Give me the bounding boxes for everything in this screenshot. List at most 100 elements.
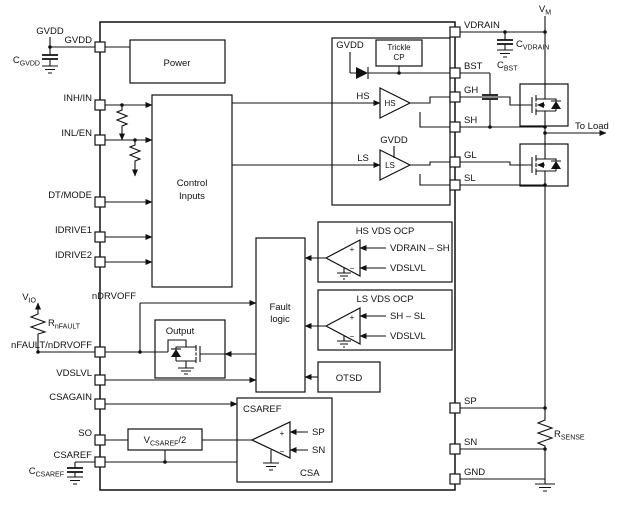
ndrvoff-label: nDRVOFF: [92, 291, 136, 302]
pin-csagain: [94, 398, 106, 410]
arrow-wires: [35, 100, 607, 453]
pin-label-gnd: GND: [464, 467, 485, 478]
gvdd-supply-wire: [49, 37, 95, 66]
pin-sn: [449, 443, 461, 455]
csa-label: CSA: [300, 468, 320, 479]
rnfault-label: RnFAULT: [48, 318, 81, 331]
sl-source-wire: [460, 184, 546, 418]
to-load-label: To Load: [575, 121, 609, 132]
csaref-block-label: CSAREF: [243, 404, 282, 415]
fault-label-2: logic: [270, 314, 290, 325]
rsense-resistor: [536, 418, 554, 450]
fault-label-1: Fault: [269, 302, 290, 313]
chip-outline: [99, 21, 456, 491]
trickle-cp-block: [375, 39, 423, 67]
nfault-pin-wire: [105, 303, 168, 353]
pin-label-vdrain: VDRAIN: [464, 20, 500, 31]
ls-ocp-ground: [337, 335, 351, 348]
gnd-wire: [460, 478, 546, 484]
rsense-label: RSENSE: [554, 429, 585, 442]
pin-nfault-ndrvoff: [94, 346, 106, 358]
cbst-capacitor: [482, 94, 498, 100]
pin-label-sl: SL: [464, 173, 476, 184]
ls-body-diode: [551, 161, 561, 169]
csa-minus: −: [280, 447, 285, 456]
pin-gnd: [449, 473, 461, 485]
inh-pulldown-resistor: [115, 105, 129, 128]
cbst-label: CBST: [497, 60, 518, 73]
pin-label-csaref: CSAREF: [53, 450, 92, 461]
ls-ocp-inp-label: SH – SL: [390, 311, 425, 322]
pin-label-bst: BST: [464, 61, 483, 72]
sense-wires: [460, 407, 546, 479]
csa-ground: [263, 450, 279, 471]
pin-label-so: SO: [78, 428, 92, 439]
gvdd-ground: [42, 65, 58, 74]
pin-label-sh: SH: [464, 115, 477, 126]
pin-label-inh-in: INH/IN: [64, 93, 93, 104]
ccsaref-ground: [67, 476, 83, 485]
pin-csaref: [94, 456, 106, 468]
pin-idrive2: [94, 256, 106, 268]
hs-ocp-minus: −: [350, 264, 355, 273]
ls-ocp-minus: −: [350, 332, 355, 341]
pin-inl-en: [94, 134, 106, 146]
pin-label-sn: SN: [464, 437, 477, 448]
wires: [37, 16, 546, 484]
ls-ocp-label: LS VDS OCP: [356, 294, 413, 305]
hs-mosfet: [531, 84, 561, 126]
pin-label-gl: GL: [464, 150, 477, 161]
hs-driver-label: HS: [384, 99, 395, 108]
ls-driver-out-wire: [393, 146, 450, 186]
pin-label-inl-en: INL/EN: [61, 128, 92, 139]
output-diode-wiring: [175, 346, 186, 362]
hs-vds-ocp-block: [317, 221, 453, 283]
pin-inh-in: [94, 99, 106, 111]
pin-sh: [449, 121, 461, 133]
pins: [94, 26, 461, 485]
cvdrain-capacitor: [497, 39, 513, 45]
gvdd-supply-label: GVDD: [36, 26, 64, 37]
vio-label: VIO: [22, 292, 36, 305]
nfault-pullup-wire: [37, 334, 95, 353]
power-label: Power: [164, 58, 191, 69]
ls-signal-label: LS: [357, 153, 369, 164]
hs-ocp-label: HS VDS OCP: [356, 226, 415, 237]
hs-ocp-ground: [337, 267, 351, 280]
output-body-diode: [171, 349, 181, 357]
csa-amplifier: [250, 421, 291, 459]
pin-label-idrive2: IDRIVE2: [55, 250, 92, 261]
hs-ocp-inn-label: VDSLVL: [390, 263, 426, 274]
pin-label-nfault: nFAULT/nDRVOFF: [11, 340, 92, 351]
cgvdd-label: CGVDD: [13, 55, 40, 68]
control-label-2: Inputs: [179, 191, 205, 202]
pin-sp: [449, 402, 461, 414]
blocks: [127, 37, 569, 483]
junctions: [36, 30, 547, 464]
pin-sl: [449, 179, 461, 191]
ccsaref-label: CCSAREF: [29, 466, 64, 479]
hs-ocp-inp-label: VDRAIN – SH: [390, 243, 450, 254]
pin-vdrain: [449, 26, 461, 38]
cvdrain-ground: [497, 49, 513, 58]
bst-internal-wire: [349, 52, 450, 74]
pin-label-dt-mode: DT/MODE: [48, 190, 92, 201]
output-label: Output: [166, 326, 195, 337]
power-block: [129, 39, 226, 84]
pin-idrive1: [94, 231, 106, 243]
csa-sn-label: SN: [312, 445, 325, 456]
pin-label-vdslvl: VDSLVL: [56, 368, 92, 379]
fault-logic-block: [255, 237, 306, 393]
pin-vdslvl: [94, 374, 106, 386]
components: [29, 39, 561, 492]
bst-diode: [356, 67, 369, 79]
gh-wire: [460, 96, 532, 106]
output-mosfet: [171, 348, 194, 375]
ls-ocp-plus: +: [350, 313, 355, 322]
pin-label-gh: GH: [464, 85, 478, 96]
output-ground: [178, 367, 194, 375]
gvdd-top-label: GVDD: [336, 40, 364, 51]
pin-gh: [449, 91, 461, 103]
pin-bst: [449, 67, 461, 79]
